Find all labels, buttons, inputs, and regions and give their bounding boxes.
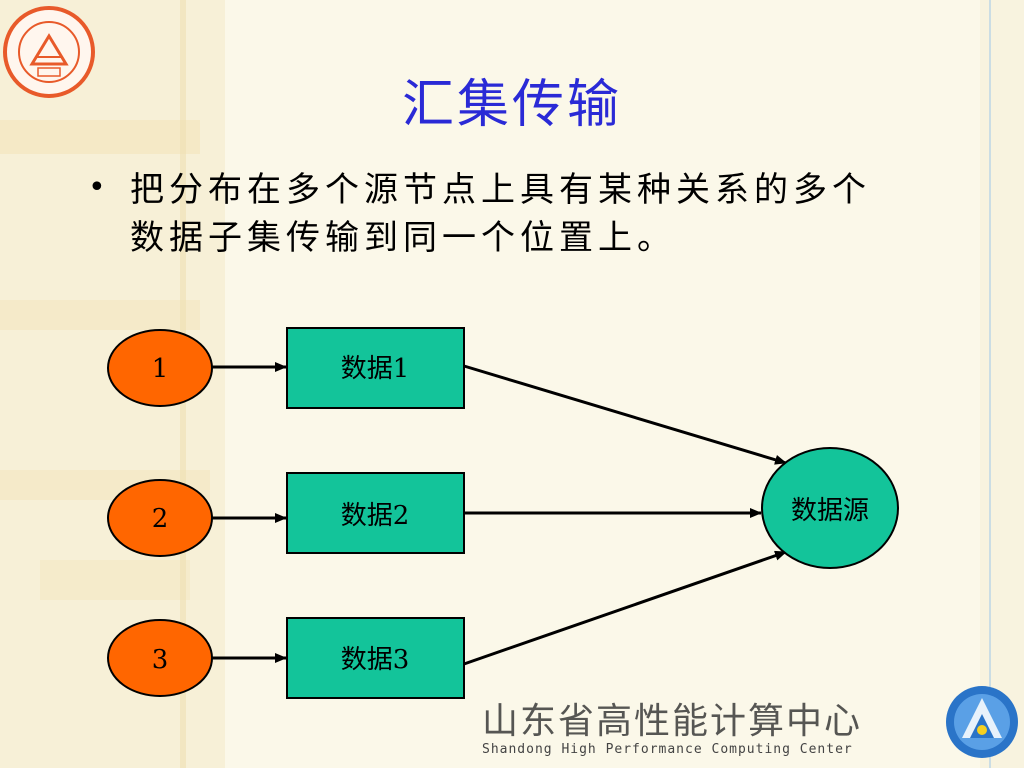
node-1: 1 bbox=[107, 329, 213, 407]
arrow-box3-to-source bbox=[463, 550, 787, 666]
node-3: 3 bbox=[107, 619, 213, 697]
university-seal-icon bbox=[3, 6, 95, 98]
data-source-label: 数据源 bbox=[791, 496, 869, 526]
bullet-dot: • bbox=[88, 170, 106, 205]
node-2: 2 bbox=[107, 479, 213, 557]
footer-org-english: Shandong High Performance Computing Cent… bbox=[482, 742, 853, 757]
data-box-1: 数据1 bbox=[286, 327, 465, 409]
node-3-label: 3 bbox=[152, 645, 169, 675]
bullet-text: 把分布在多个源节点上具有某种关系的多个数据子集传输到同一个位置上。 bbox=[130, 170, 871, 258]
data-source-node: 数据源 bbox=[761, 447, 899, 569]
hpc-center-logo-icon bbox=[946, 686, 1018, 758]
arrow-box1-to-source bbox=[463, 364, 787, 465]
data-box-2-label: 数据2 bbox=[341, 501, 410, 531]
node-2-label: 2 bbox=[152, 504, 169, 534]
data-box-3: 数据3 bbox=[286, 617, 465, 699]
data-box-3-label: 数据3 bbox=[341, 645, 410, 675]
footer-org-chinese: 山东省高性能计算中心 bbox=[482, 701, 863, 742]
data-box-2: 数据2 bbox=[286, 472, 465, 554]
data-box-1-label: 数据1 bbox=[341, 354, 410, 384]
slide-title: 汇集传输 bbox=[401, 75, 622, 135]
node-1-label: 1 bbox=[152, 354, 169, 384]
footer-organization: 山东省高性能计算中心 Shandong High Performance Com… bbox=[482, 701, 863, 758]
